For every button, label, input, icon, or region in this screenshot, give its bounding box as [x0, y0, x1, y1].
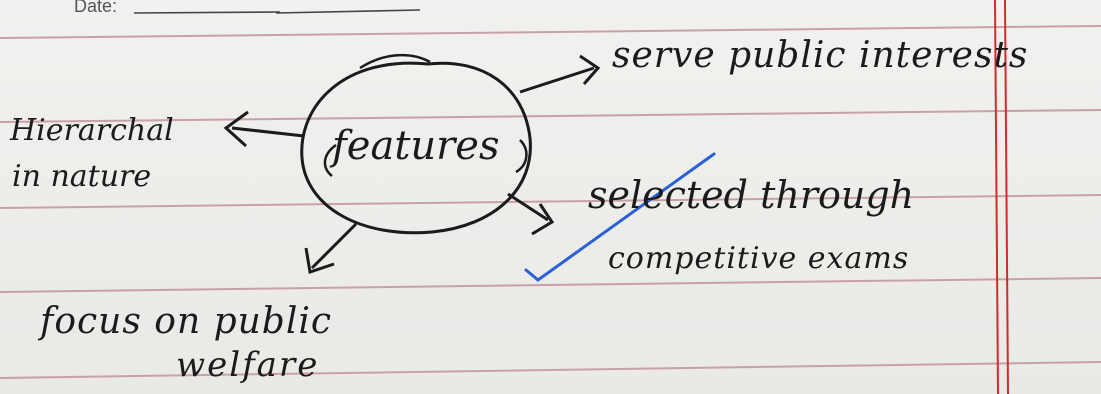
branch-hierarchal-label-line1: Hierarchal — [10, 113, 174, 148]
center-node-label: features — [332, 123, 500, 169]
center-circle — [300, 61, 532, 235]
branch-focus-label-line2: welfare — [176, 345, 320, 385]
branch-focus-label-line1: focus on public — [40, 301, 333, 342]
branch-selected-label-line2: competitive exams — [608, 241, 910, 276]
rule-line — [0, 194, 1101, 209]
arrow-head-focus — [304, 247, 335, 274]
rule-line — [0, 361, 1101, 379]
arrow-head-selected — [531, 203, 555, 236]
rule-line — [0, 277, 1101, 293]
arrow-line-selected — [507, 192, 549, 222]
date-label: Date: — [74, 0, 118, 16]
arrow-line-hierarchal — [231, 126, 305, 138]
arrow-line-focus — [310, 222, 358, 270]
date-underline — [133, 11, 281, 14]
branch-hierarchal-label-line2: in nature — [12, 159, 152, 194]
circle-overlap-stroke — [359, 53, 431, 70]
center-close-bracket — [515, 139, 528, 174]
branch-selected-label-line1: selected through — [588, 173, 915, 217]
rule-line — [0, 109, 1101, 123]
date-underline — [275, 9, 421, 14]
arrow-head-serve — [579, 54, 601, 85]
center-open-bracket — [323, 143, 337, 177]
arrow-line-serve — [519, 66, 595, 94]
margin-line — [994, 0, 999, 394]
rule-line — [0, 25, 1101, 39]
branch-serve-label: serve public interests — [612, 35, 1029, 76]
margin-line — [1004, 0, 1009, 394]
arrow-head-hierarchal — [223, 110, 249, 148]
check-mark — [524, 152, 716, 282]
